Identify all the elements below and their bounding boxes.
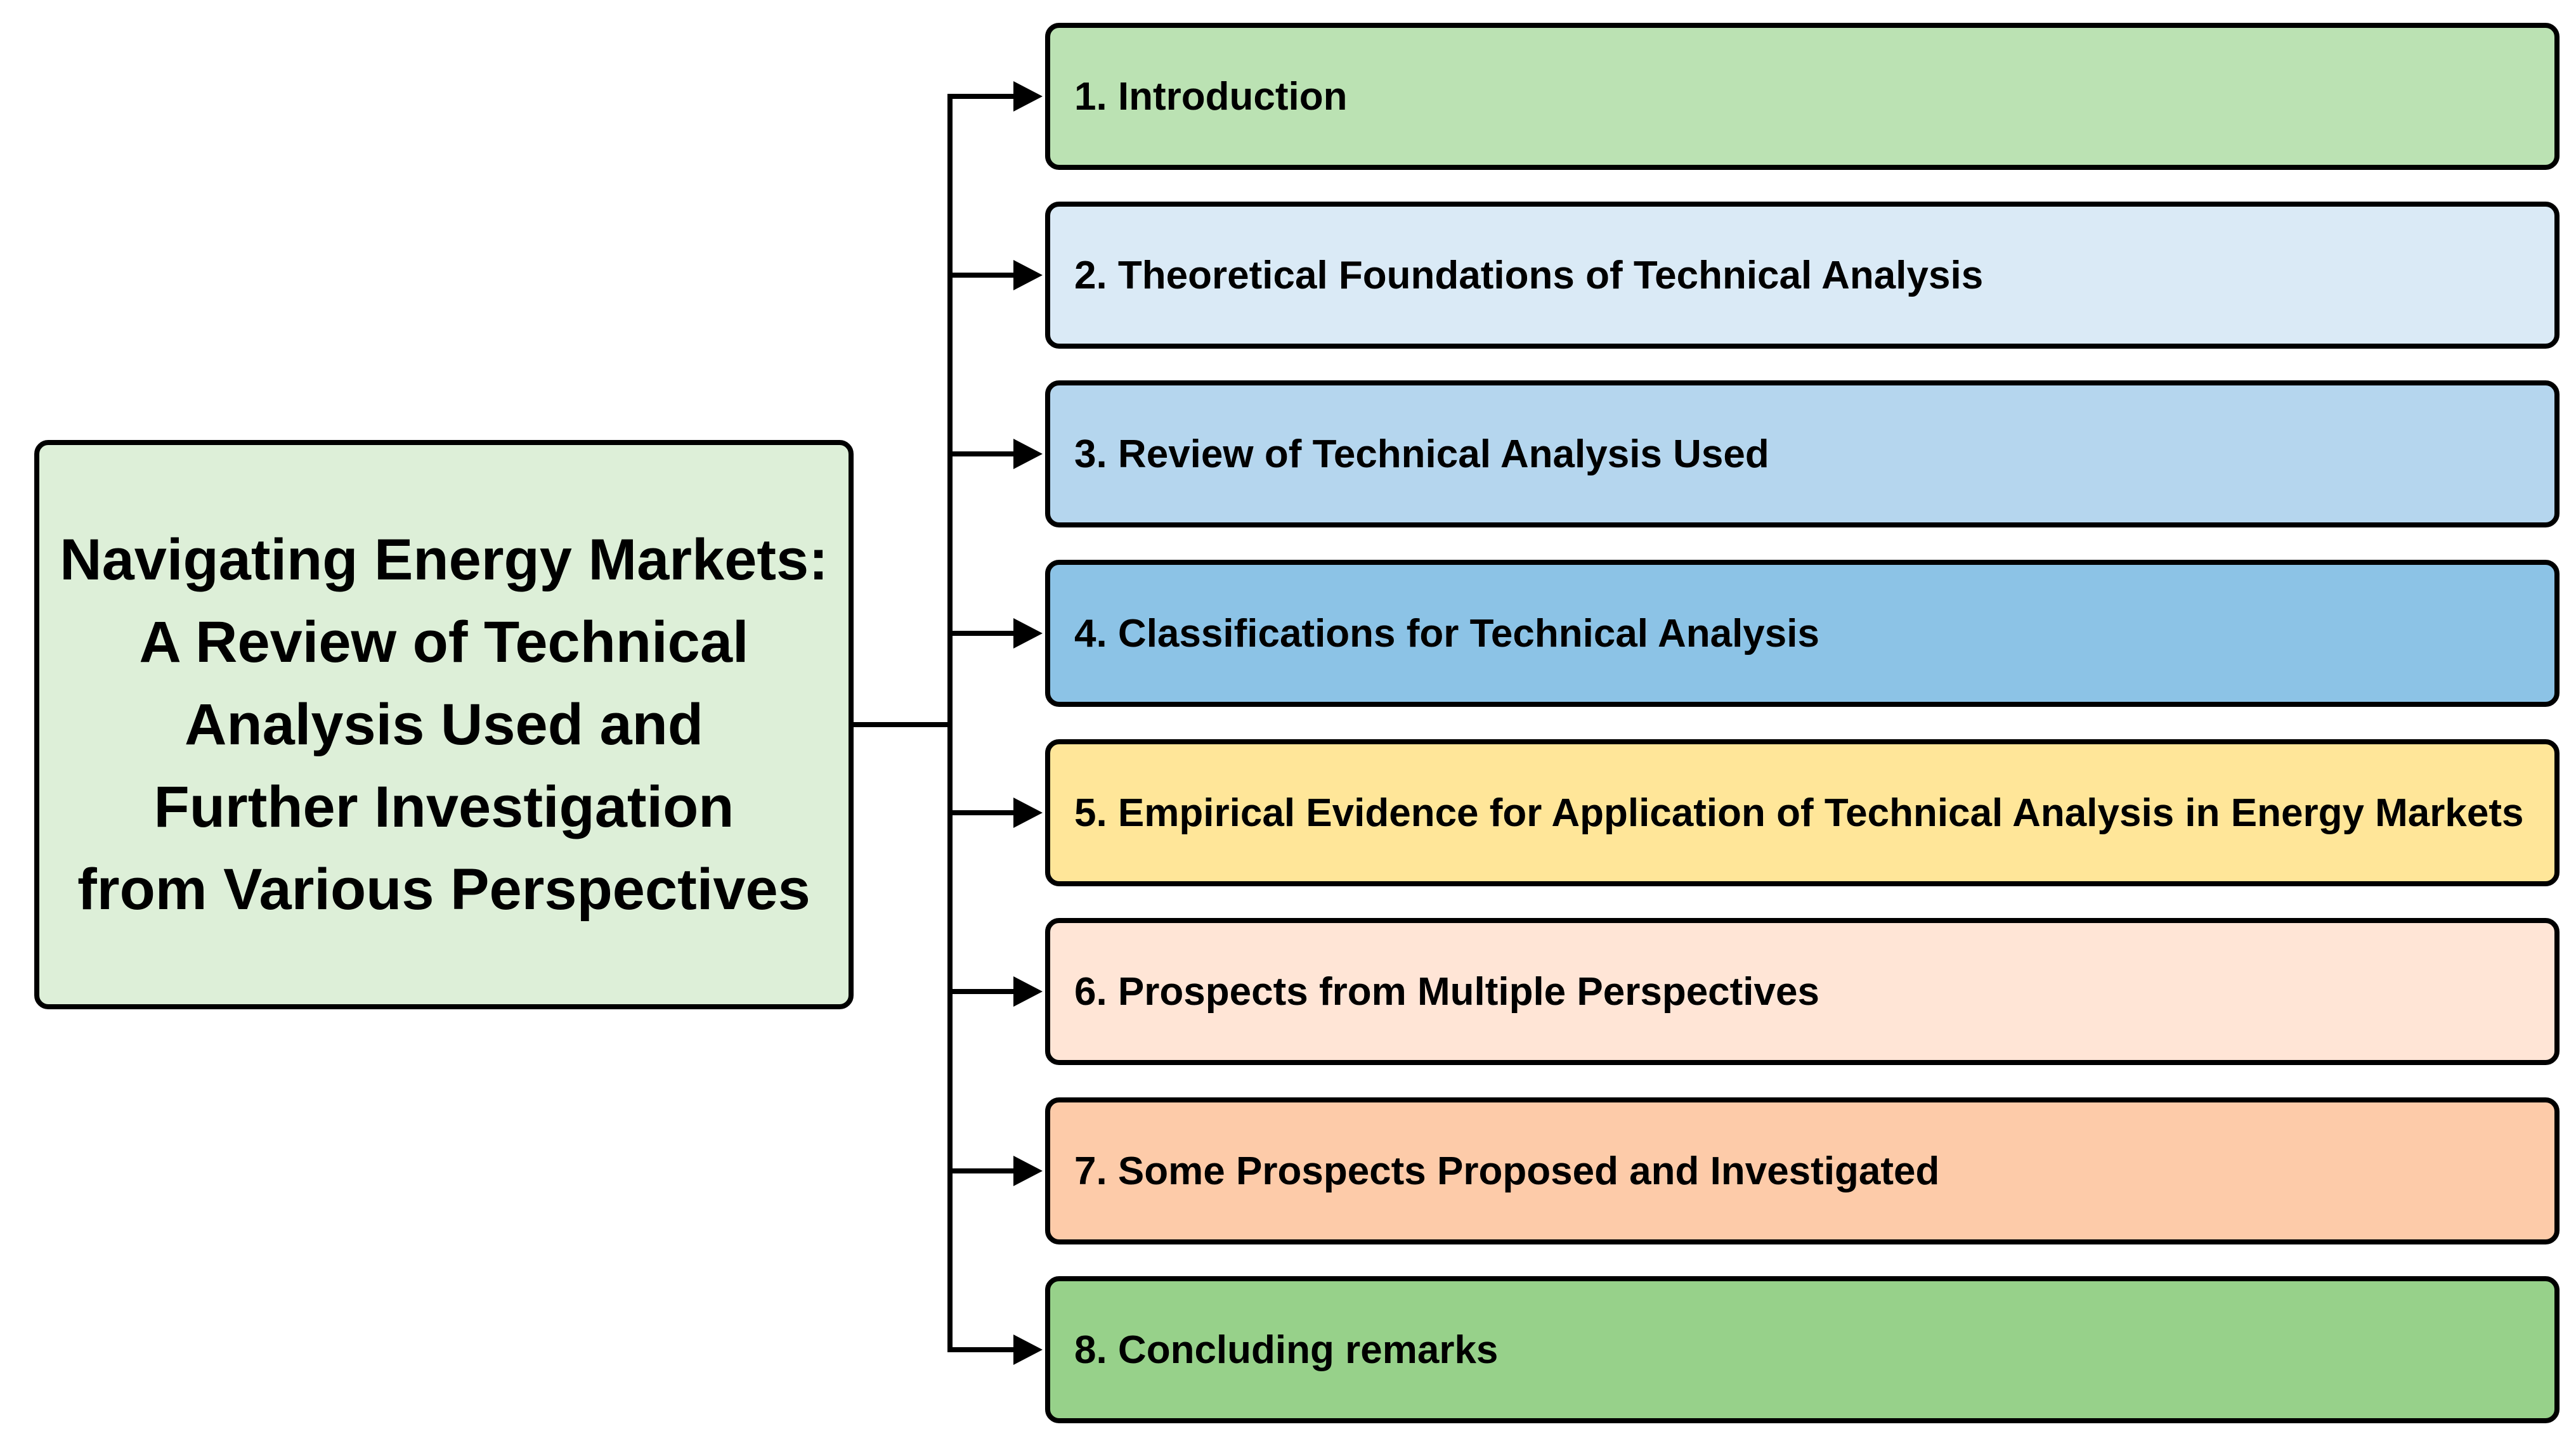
section-box-prospects-multiple: 6. Prospects from Multiple Perspectives bbox=[1045, 918, 2560, 1065]
arrowhead-5 bbox=[1013, 798, 1043, 828]
section-label: 6. Prospects from Multiple Perspectives bbox=[1074, 969, 1819, 1014]
root-topic-box: Navigating Energy Markets: A Review of T… bbox=[34, 440, 854, 1009]
arrowhead-1 bbox=[1013, 81, 1043, 112]
section-box-introduction: 1. Introduction bbox=[1045, 23, 2560, 170]
section-label: 3. Review of Technical Analysis Used bbox=[1074, 432, 1769, 476]
section-box-theoretical-foundations: 2. Theoretical Foundations of Technical … bbox=[1045, 202, 2560, 349]
arrowhead-4 bbox=[1013, 618, 1043, 649]
arrowhead-8 bbox=[1013, 1334, 1043, 1365]
root-topic-title: Navigating Energy Markets: A Review of T… bbox=[60, 527, 828, 922]
arrowhead-7 bbox=[1013, 1156, 1043, 1186]
arrowhead-6 bbox=[1013, 976, 1043, 1007]
arrowhead-2 bbox=[1013, 260, 1043, 290]
section-label: 2. Theoretical Foundations of Technical … bbox=[1074, 253, 1984, 297]
section-label: 7. Some Prospects Proposed and Investiga… bbox=[1074, 1149, 1940, 1193]
section-label: 1. Introduction bbox=[1074, 74, 1348, 119]
section-box-concluding-remarks: 8. Concluding remarks bbox=[1045, 1276, 2560, 1423]
section-box-classifications: 4. Classifications for Technical Analysi… bbox=[1045, 560, 2560, 707]
section-box-empirical-evidence: 5. Empirical Evidence for Application of… bbox=[1045, 739, 2560, 886]
arrowhead-3 bbox=[1013, 439, 1043, 469]
section-box-review: 3. Review of Technical Analysis Used bbox=[1045, 380, 2560, 527]
section-label: 8. Concluding remarks bbox=[1074, 1328, 1499, 1372]
section-label: 4. Classifications for Technical Analysi… bbox=[1074, 611, 1819, 656]
section-label: 5. Empirical Evidence for Application of… bbox=[1074, 791, 2524, 835]
section-box-prospects-proposed: 7. Some Prospects Proposed and Investiga… bbox=[1045, 1097, 2560, 1244]
